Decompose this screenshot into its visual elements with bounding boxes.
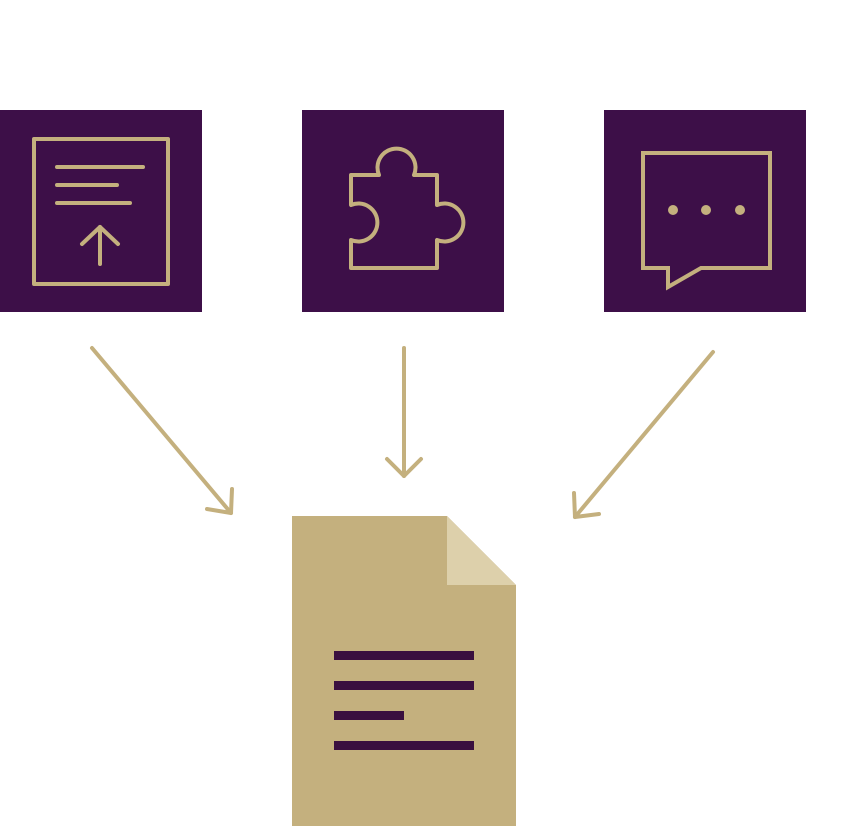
arrow-center-to-document bbox=[385, 346, 423, 478]
source-tile-chat bbox=[604, 110, 806, 312]
puzzle-piece-icon bbox=[349, 146, 466, 270]
document-icon bbox=[292, 516, 516, 826]
document-upload-icon bbox=[32, 137, 170, 286]
chat-bubble-icon bbox=[641, 151, 772, 291]
source-tile-puzzle bbox=[302, 110, 504, 312]
document-fold bbox=[447, 516, 516, 585]
document-text-lines bbox=[334, 651, 474, 750]
source-tile-upload bbox=[0, 110, 202, 312]
arrow-left-to-document bbox=[90, 346, 234, 515]
arrow-right-to-document bbox=[572, 350, 715, 519]
